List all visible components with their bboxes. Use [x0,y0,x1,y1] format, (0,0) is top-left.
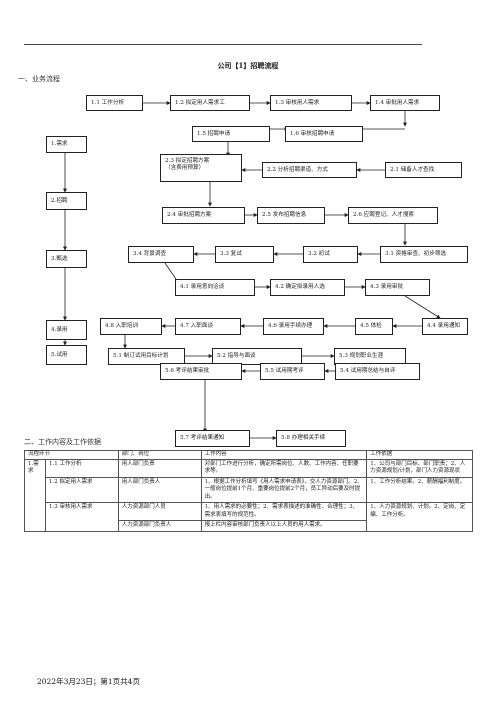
flow-step-1-3: 1.3 审核用人需求 [270,95,352,111]
flow-step-2-2: 2.2 分析招聘渠道、方式 [262,162,357,178]
flow-step-1-4: 1.4 审批用人需求 [370,95,440,111]
flow-step-2-3-line1: 2.3 拟定招聘方案 [165,158,210,164]
flow-step-1-2: 1.2 拟定用人需求工 [170,95,250,111]
flow-step-4-8: 4.8 入职培训 [100,318,162,335]
page-title: 公司【1】招聘流程 [217,61,279,70]
flow-step-3-2: 3.2 初试 [303,246,358,263]
table-row: 人力资源部门负责人 报上栏内容审核部门负责人以上人员的用人需求。 [25,520,473,532]
flow-step-5-5: 5.5 试用期考评 [260,363,325,380]
flow-step-4-1: 4.1 录用意向洽谈 [175,279,255,296]
table-row: 1.2 拟定用人需求 用人部门负责人 1、根据工作分析填写《用人需求申请表》，交… [25,476,473,503]
flow-step-5-6: 5.6 考评结果审批 [160,363,242,380]
dept-cell: 人力资源部门人员 [117,502,202,521]
flow-step-5-2: 5.2 指导与面谈 [212,348,302,365]
section-heading-process: 一、业务流程 [18,75,60,83]
flow-step-1-6: 1.6 审核招聘申请 [285,126,363,142]
column-header: 部门、岗位 [117,450,202,460]
column-header: 工作内容 [200,450,368,460]
step-cell: 1.3 审核用人需求 [44,502,119,532]
dept-cell: 用人部门负责 [117,458,202,478]
flow-step-2-3-line2: （含费用预算） [165,165,205,171]
table-header-row: 流程环节 部门、岗位 工作内容 工作依据 [24,450,473,460]
flow-arrows [63,101,441,440]
flow-step-2-5: 2.5 发布招聘信息 [257,207,325,224]
stage-select: 3.甄选 [46,250,87,268]
flow-step-5-1: 5.1 制订试用目标计划 [108,348,185,365]
basis-cell: 1、工作分析结果。2、薪酬福利制度。 [366,476,473,503]
flow-step-1-1: 1.1 工作分析 [86,95,143,111]
flow-step-4-5: 4.5 体检 [355,318,393,335]
flow-step-4-6: 4.6 录用手续办理 [263,318,324,335]
stage-trial: 5.试用 [46,345,87,365]
flow-step-4-4: 4.4 录用通知 [422,318,468,335]
content-cell: 报上栏内容审核部门负责人以上人员的用人需求。 [200,520,368,532]
stage-cell: 1.需求 [24,458,46,532]
flow-step-5-8: 5.8 办理相关手续 [276,430,346,447]
flow-step-2-6: 2.6 应聘登记、人才搜索 [348,207,438,224]
content-cell: 对部门工作进行分析，确定所需岗位、人数、工作内容、任职要求等。 [200,458,368,478]
content-cell: 1、根据工作分析填写《用人需求申请表》，交人力资源部门。2、一般岗位提前1个月、… [200,476,368,503]
flow-step-3-4: 3.4 背景调查 [128,246,194,263]
content-cell: 1、用人需求的必要性；2、需求表描述的准确性、合理性；3、需求表填写的规范性。 [200,502,368,521]
step-cell: 1.2 拟定用人需求 [44,476,119,503]
flow-step-1-5: 1.5 招聘申请 [192,126,270,142]
flow-step-3-1: 3.1 资格审查、初步筛选 [380,246,468,263]
column-header: 工作依据 [366,450,473,460]
step-cell: 1.1 工作分析 [44,458,119,478]
flow-step-2-1: 2.1 储备人才查找 [385,162,462,178]
header-rule [24,44,422,45]
flow-step-2-3: 2.3 拟定招聘方案 （含费用预算） [160,154,242,182]
column-header: 流程环节 [24,450,119,460]
flow-step-3-3: 3.3 复试 [215,246,274,263]
stage-demand: 1.需求 [46,136,87,153]
work-content-table: 流程环节 部门、岗位 工作内容 工作依据 1.需求 1.1 工作分析 用人部门负… [24,450,473,532]
dept-cell: 人力资源部门负责人 [117,520,202,532]
page-footer: 2022年3月23日；第1页共4页 [37,677,140,686]
dept-cell: 用人部门负责人 [117,476,202,503]
flow-step-5-4: 5.4 试用期总结与自评 [335,363,420,380]
table-row: 1.3 审核用人需求 人力资源部门人员 1、用人需求的必要性；2、需求表描述的准… [25,502,473,532]
flow-step-4-2: 4.2 确定拟录用人选 [270,279,345,296]
flow-step-5-7: 5.7 考评结果通知 [175,430,250,447]
flow-step-2-4: 2.4 审批招聘方案 [162,207,245,224]
flow-step-4-7: 4.7 入职面谈 [175,318,241,335]
flow-step-5-3: 5.3 规划职业生涯 [334,348,406,365]
basis-cell: 1、公司与部门目标、部门职责；2、人力资源规划/计划，部门人力资源现状 [366,458,473,478]
table-row: 1.需求 1.1 工作分析 用人部门负责 对部门工作进行分析，确定所需岗位、人数… [24,458,473,532]
basis-cell: 1、人力资源规划、计划。2、定岗、定编、工作分析。 [366,502,473,532]
flow-step-4-3: 4.3 录用审批 [365,279,430,296]
section-heading-content: 二、工作内容及工作依据 [24,438,101,446]
stage-hire: 4.录用 [46,320,87,340]
stage-recruit: 2.招聘 [46,192,87,210]
